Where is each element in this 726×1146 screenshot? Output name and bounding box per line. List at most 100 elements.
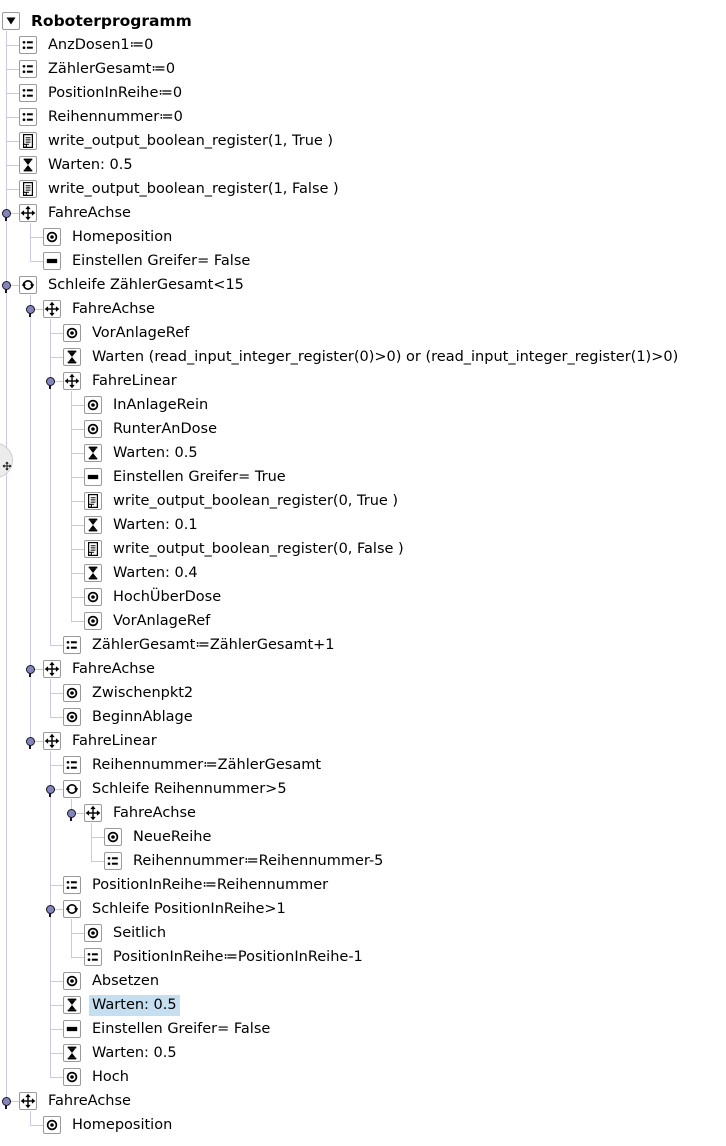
- tree-connector-line: [29, 223, 31, 261]
- node-icon-box: [63, 1020, 81, 1038]
- tree-row[interactable]: FahreAchse: [19, 201, 134, 225]
- tree-row[interactable]: Zwischenpkt2: [63, 681, 196, 705]
- expand-handle-stem: [5, 288, 7, 293]
- tree-row[interactable]: Warten: 0.5: [84, 441, 201, 465]
- node-icon-box: [84, 420, 102, 438]
- assignment-icon: [22, 40, 33, 50]
- tree-row[interactable]: Reihennummer≔0: [19, 105, 186, 129]
- expand-collapse-handle[interactable]: [45, 784, 55, 794]
- expand-collapse-handle[interactable]: [25, 304, 35, 314]
- tree-connector-stub: [49, 789, 63, 790]
- tree-row[interactable]: Einstellen Greifer= True: [84, 465, 289, 489]
- tree-row[interactable]: FahreAchse: [19, 1089, 134, 1113]
- expand-handle-stem: [49, 912, 51, 917]
- move-icon: [85, 805, 101, 821]
- waypoint-icon: [66, 1071, 78, 1083]
- tree-row[interactable]: Warten: 0.5: [63, 993, 180, 1017]
- tree-row-label: AnzDosen1≔0: [48, 36, 154, 53]
- tree-row[interactable]: FahreLinear: [63, 369, 180, 393]
- node-icon-box: [84, 612, 102, 630]
- tree-row[interactable]: Warten: 0.5: [63, 1041, 180, 1065]
- tree-row[interactable]: FahreAchse: [43, 297, 158, 321]
- tree-row[interactable]: Warten: 0.5: [19, 153, 136, 177]
- panel-pull-tab[interactable]: [0, 443, 13, 478]
- tree-row[interactable]: BeginnAblage: [63, 705, 196, 729]
- expand-collapse-handle[interactable]: [25, 736, 35, 746]
- node-icon-box: [43, 252, 61, 270]
- waypoint-icon: [87, 423, 99, 435]
- node-icon-box: [19, 1092, 37, 1110]
- tree-row[interactable]: Schleife Reihennummer>5: [63, 777, 290, 801]
- tree-row[interactable]: RunterAnDose: [84, 417, 220, 441]
- tree-root-row[interactable]: Roboterprogramm: [2, 9, 195, 33]
- tree-row[interactable]: Homeposition: [43, 1113, 175, 1137]
- tree-row-label: write_output_boolean_register(1, True ): [48, 132, 334, 149]
- tree-row[interactable]: VorAnlageRef: [63, 321, 192, 345]
- tree-row[interactable]: InAnlageRein: [84, 393, 211, 417]
- tree-row[interactable]: Schleife PositionInReihe>1: [63, 897, 289, 921]
- tree-row[interactable]: FahreLinear: [43, 729, 160, 753]
- tree-row[interactable]: FahreAchse: [43, 657, 158, 681]
- tree-row[interactable]: Warten (read_input_integer_register(0)>0…: [63, 345, 681, 369]
- tree-connector-stub: [90, 861, 104, 862]
- expand-collapse-handle[interactable]: [66, 808, 76, 818]
- expand-collapse-handle[interactable]: [45, 904, 55, 914]
- tree-row[interactable]: FahreAchse: [84, 801, 199, 825]
- expand-collapse-handle[interactable]: [25, 664, 35, 674]
- tree-row[interactable]: PositionInReihe≔PositionInReihe-1: [84, 945, 366, 969]
- tree-row[interactable]: Warten: 0.4: [84, 561, 201, 585]
- tree-row[interactable]: write_output_boolean_register(0, True ): [84, 489, 401, 513]
- tree-row-label: Warten: 0.1: [113, 516, 198, 533]
- tree-row[interactable]: Seitlich: [84, 921, 169, 945]
- tree-row[interactable]: write_output_boolean_register(0, False ): [84, 537, 407, 561]
- tree-row[interactable]: Einstellen Greifer= False: [43, 249, 253, 273]
- tree-row[interactable]: AnzDosen1≔0: [19, 33, 156, 57]
- tree-connector-stub: [49, 765, 63, 766]
- tree-connector-stub: [70, 573, 84, 574]
- waypoint-icon: [46, 231, 58, 243]
- node-icon-box: [84, 564, 102, 582]
- tree-connector-stub: [49, 1053, 63, 1054]
- script-icon: [22, 134, 34, 149]
- tree-row[interactable]: Hoch: [63, 1065, 132, 1089]
- tree-row[interactable]: VorAnlageRef: [84, 609, 213, 633]
- node-icon-box: [84, 804, 102, 822]
- tree-row[interactable]: Warten: 0.1: [84, 513, 201, 537]
- tree-connector-stub: [5, 213, 19, 214]
- tree-row-label: Reihennummer≔0: [48, 108, 183, 125]
- tree-connector-stub: [49, 909, 63, 910]
- waypoint-icon: [66, 975, 78, 987]
- tree-row[interactable]: PositionInReihe≔0: [19, 81, 185, 105]
- tree-row[interactable]: write_output_boolean_register(1, True ): [19, 129, 336, 153]
- tree-row[interactable]: ZählerGesamt≔0: [19, 57, 178, 81]
- expand-handle-stem: [5, 216, 7, 221]
- tree-row[interactable]: Reihennummer≔Reihennummer-5: [104, 849, 386, 873]
- expand-collapse-handle[interactable]: [1, 208, 11, 218]
- expand-collapse-handle[interactable]: [1, 280, 11, 290]
- tree-row-label: InAnlageRein: [113, 396, 209, 413]
- tree-row[interactable]: Homeposition: [43, 225, 175, 249]
- tree-connector-stub: [49, 717, 63, 718]
- tree-row[interactable]: Einstellen Greifer= False: [63, 1017, 273, 1041]
- node-icon-box: [84, 468, 102, 486]
- node-icon-box: [63, 636, 81, 654]
- expand-collapse-handle[interactable]: [1, 1096, 11, 1106]
- tree-row[interactable]: Absetzen: [63, 969, 162, 993]
- tree-row[interactable]: PositionInReihe≔Reihennummer: [63, 873, 331, 897]
- tree-row[interactable]: Schleife ZählerGesamt<15: [19, 273, 247, 297]
- tree-row[interactable]: HochÜberDose: [84, 585, 224, 609]
- expand-collapse-handle[interactable]: [45, 376, 55, 386]
- node-icon-box: [19, 204, 37, 222]
- tree-row[interactable]: Reihennummer≔ZählerGesamt: [63, 753, 324, 777]
- tree-row[interactable]: write_output_boolean_register(1, False ): [19, 177, 342, 201]
- tree-row-label: PositionInReihe≔PositionInReihe-1: [113, 948, 363, 965]
- tree-row[interactable]: ZählerGesamt≔ZählerGesamt+1: [63, 633, 338, 657]
- tree-row-label: Einstellen Greifer= False: [92, 1020, 271, 1037]
- drag-handle-icon: [2, 456, 12, 471]
- wait-hourglass-icon: [67, 998, 77, 1012]
- node-icon-box: [19, 60, 37, 78]
- tree-row[interactable]: NeueReihe: [104, 825, 214, 849]
- tree-row-label: Warten: 0.5: [92, 1044, 177, 1061]
- node-icon-box: [84, 516, 102, 534]
